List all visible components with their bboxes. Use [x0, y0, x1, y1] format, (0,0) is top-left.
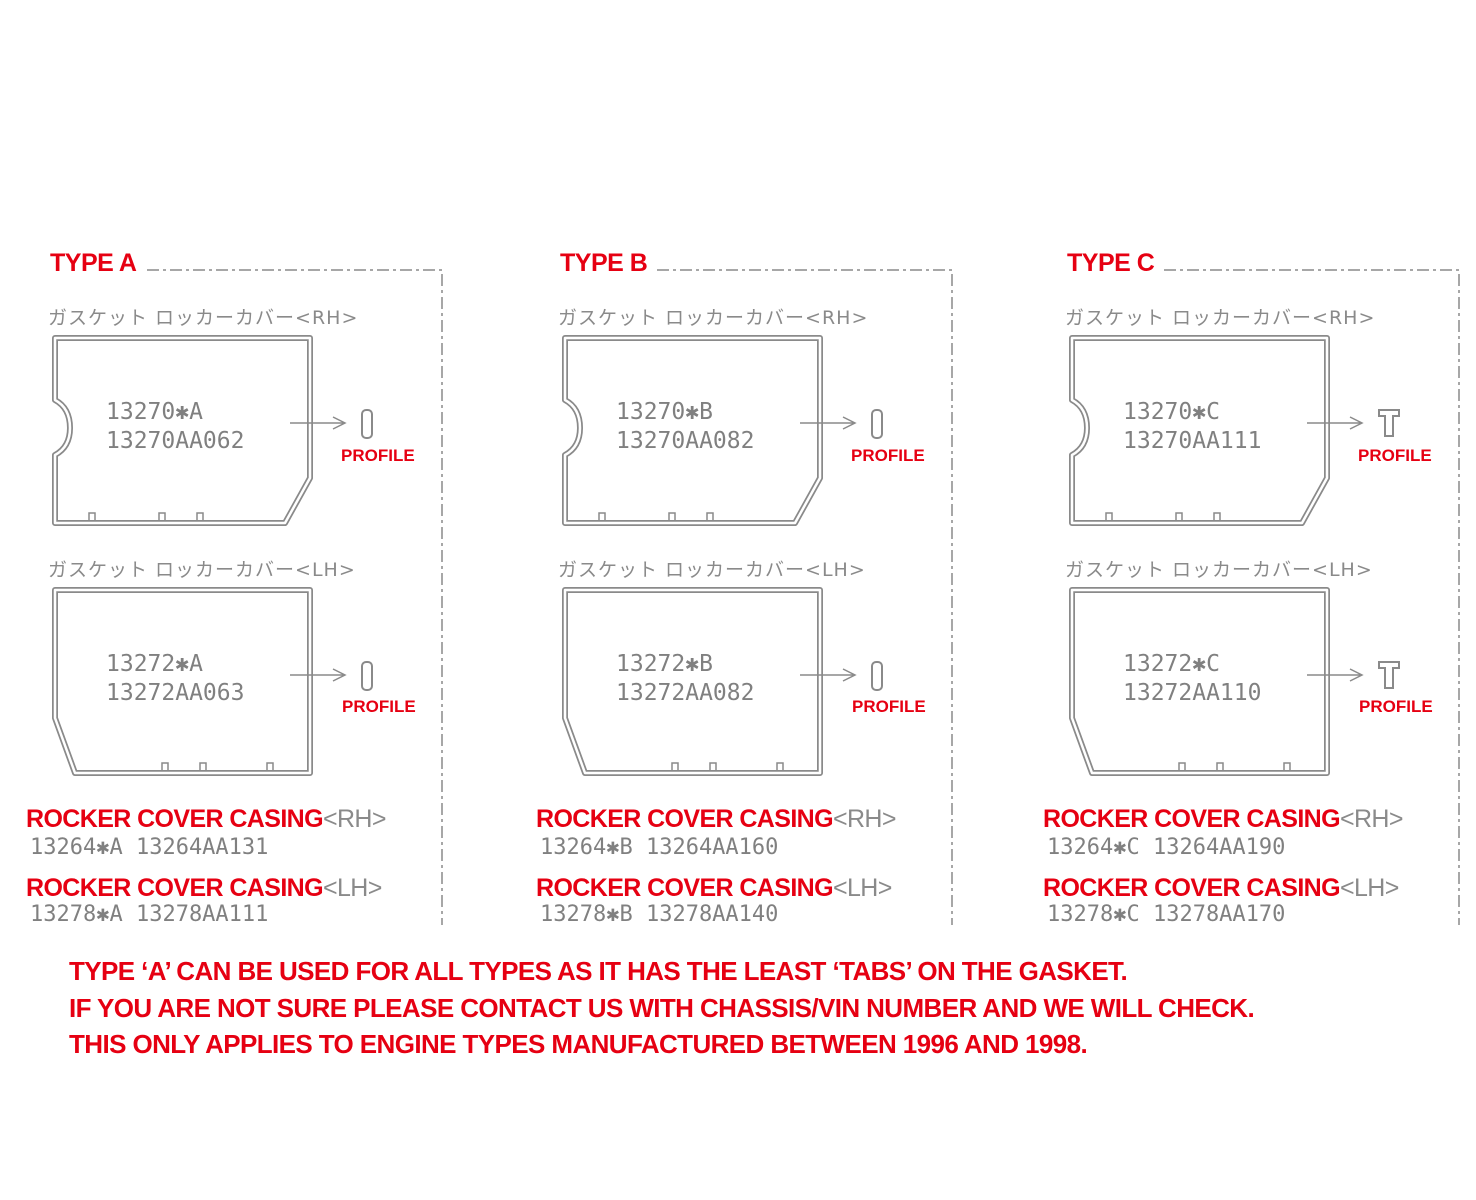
- casing-side: <RH>: [832, 805, 897, 833]
- note-line: IF YOU ARE NOT SURE PLEASE CONTACT US WI…: [69, 993, 1255, 1023]
- gasket-drawings: [1069, 269, 1460, 925]
- gasket-drawings: [52, 269, 443, 925]
- casing-title: ROCKER COVER CASING: [1043, 805, 1341, 833]
- casing-rh-title: ROCKER COVER CASING<RH>: [536, 805, 896, 834]
- gasket-lh-outline: [1069, 587, 1330, 776]
- gasket-lh-outline: [52, 587, 313, 776]
- gasket-lh-part-number: 13272AA063: [106, 680, 245, 706]
- gasket-lh-outline: [562, 587, 823, 776]
- gasket-rh-code: 13270✱B: [616, 399, 713, 425]
- gasket-rh-outline: [1069, 335, 1330, 526]
- casing-title: ROCKER COVER CASING: [26, 874, 324, 902]
- profile-label: PROFILE: [1358, 446, 1432, 465]
- profile-flat-icon: [871, 409, 883, 439]
- profile-label: PROFILE: [1359, 697, 1433, 716]
- casing-rh-title: ROCKER COVER CASING<RH>: [26, 805, 386, 834]
- profile-label: PROFILE: [852, 697, 926, 716]
- note-line: TYPE ‘A’ CAN BE USED FOR ALL TYPES AS IT…: [69, 956, 1128, 986]
- profile-flat-icon: [871, 661, 883, 691]
- gasket-rh-part-number: 13270AA062: [106, 428, 245, 454]
- gasket-rh-code: 13270✱A: [106, 399, 203, 425]
- profile-t-icon: [1378, 661, 1400, 689]
- profile-flat-icon: [361, 661, 373, 691]
- arrow-icon: [800, 416, 857, 430]
- profile-label: PROFILE: [341, 446, 415, 465]
- profile-t-icon: [1378, 409, 1400, 437]
- arrow-icon: [290, 668, 347, 682]
- casing-title: ROCKER COVER CASING: [536, 874, 834, 902]
- dash-dot-border: [1164, 269, 1460, 925]
- panel-type-b: TYPE B ガスケット ロッカーカバー<RH> 13270✱B 13270AA…: [510, 0, 980, 940]
- arrow-icon: [1307, 416, 1364, 430]
- casing-lh-parts: 13278✱B 13278AA140: [540, 902, 779, 927]
- type-title: TYPE C: [1067, 249, 1155, 277]
- gasket-rh-part-number: 13270AA111: [1123, 428, 1262, 454]
- panel-type-c: TYPE C ガスケット ロッカーカバー<RH> 13270✱C 13270AA…: [1017, 0, 1476, 940]
- casing-title: ROCKER COVER CASING: [26, 805, 324, 833]
- casing-lh-parts: 13278✱C 13278AA170: [1047, 902, 1286, 927]
- casing-lh-title: ROCKER COVER CASING<LH>: [536, 874, 892, 903]
- casing-rh-title: ROCKER COVER CASING<RH>: [1043, 805, 1403, 834]
- casing-rh-parts: 13264✱A 13264AA131: [30, 835, 269, 860]
- casing-rh-parts: 13264✱C 13264AA190: [1047, 835, 1286, 860]
- gasket-lh-label: ガスケット ロッカーカバー<LH>: [558, 559, 866, 581]
- profile-label: PROFILE: [851, 446, 925, 465]
- gasket-lh-part-number: 13272AA110: [1123, 680, 1262, 706]
- gasket-lh-label: ガスケット ロッカーカバー<LH>: [48, 559, 356, 581]
- arrow-icon: [800, 668, 857, 682]
- gasket-lh-code: 13272✱B: [616, 651, 713, 677]
- type-title: TYPE A: [50, 249, 137, 277]
- gasket-drawings: [562, 269, 953, 925]
- casing-lh-parts: 13278✱A 13278AA111: [30, 902, 269, 927]
- casing-title: ROCKER COVER CASING: [1043, 874, 1341, 902]
- casing-side: <LH>: [322, 874, 382, 902]
- dash-dot-border: [147, 269, 443, 925]
- gasket-rh-label: ガスケット ロッカーカバー<RH>: [558, 307, 869, 329]
- gasket-rh-label: ガスケット ロッカーカバー<RH>: [1065, 307, 1376, 329]
- casing-lh-title: ROCKER COVER CASING<LH>: [26, 874, 382, 903]
- gasket-lh-label: ガスケット ロッカーカバー<LH>: [1065, 559, 1373, 581]
- casing-side: <LH>: [832, 874, 892, 902]
- casing-side: <RH>: [1339, 805, 1404, 833]
- gasket-rh-label: ガスケット ロッカーカバー<RH>: [48, 307, 359, 329]
- arrow-icon: [1307, 668, 1364, 682]
- gasket-rh-outline: [562, 335, 823, 526]
- gasket-lh-code: 13272✱A: [106, 651, 203, 677]
- gasket-rh-outline: [52, 335, 313, 526]
- casing-side: <RH>: [322, 805, 387, 833]
- gasket-rh-code: 13270✱C: [1123, 399, 1220, 425]
- note-line: THIS ONLY APPLIES TO ENGINE TYPES MANUFA…: [69, 1029, 1088, 1059]
- gasket-lh-part-number: 13272AA082: [616, 680, 755, 706]
- casing-rh-parts: 13264✱B 13264AA160: [540, 835, 779, 860]
- gasket-lh-code: 13272✱C: [1123, 651, 1220, 677]
- casing-side: <LH>: [1339, 874, 1399, 902]
- gasket-rh-part-number: 13270AA082: [616, 428, 755, 454]
- arrow-icon: [290, 416, 347, 430]
- casing-title: ROCKER COVER CASING: [536, 805, 834, 833]
- profile-flat-icon: [361, 409, 373, 439]
- profile-label: PROFILE: [342, 697, 416, 716]
- panel-type-a: TYPE A ガスケット ロッカーカバー<RH> 13270✱A 13270AA…: [0, 0, 470, 940]
- casing-lh-title: ROCKER COVER CASING<LH>: [1043, 874, 1399, 903]
- type-title: TYPE B: [560, 249, 648, 277]
- dash-dot-border: [657, 269, 953, 925]
